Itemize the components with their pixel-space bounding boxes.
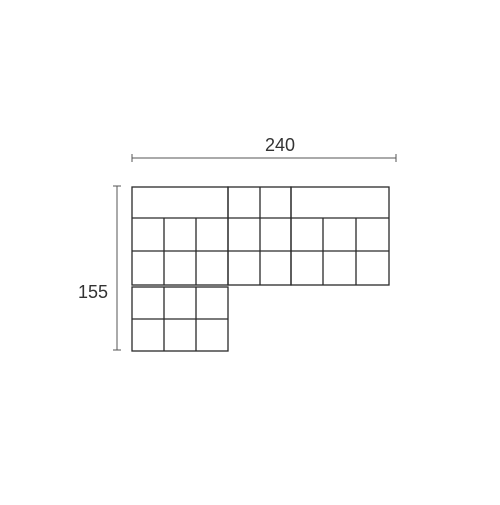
sofa-left-section xyxy=(131,186,229,286)
right-section-frame xyxy=(290,186,390,286)
sofa-outline xyxy=(131,186,390,352)
width-dimension: 240 xyxy=(131,135,397,162)
sofa-right-section xyxy=(290,186,390,286)
height-dimension: 155 xyxy=(78,185,121,351)
height-label: 155 xyxy=(78,282,108,302)
width-label: 240 xyxy=(265,135,295,155)
left-section-frame xyxy=(131,186,229,286)
sofa-center-section xyxy=(227,186,292,286)
sofa-chaise-section xyxy=(131,286,229,352)
